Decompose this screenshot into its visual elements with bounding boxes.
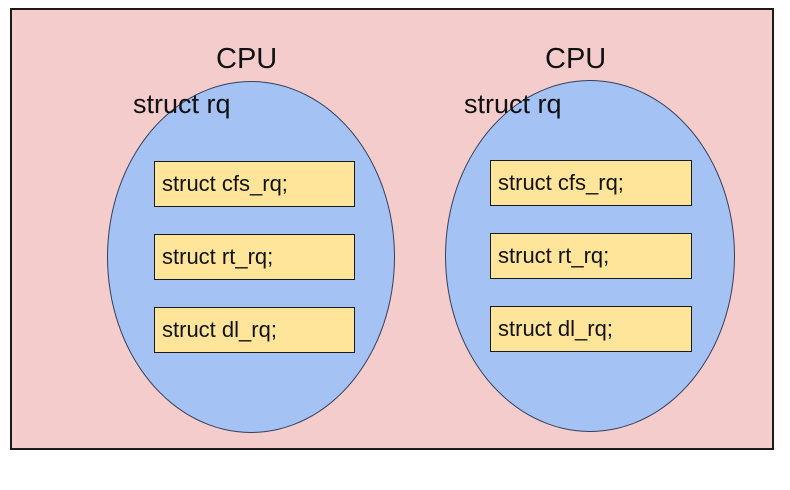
queue-box-cfs: struct cfs_rq; [154,161,355,207]
system-container: CPU struct rq struct cfs_rq; struct rt_r… [10,8,774,450]
struct-rq-label: struct rq [133,89,231,119]
cpu-title: CPU [216,43,278,75]
struct-rq-label: struct rq [464,89,562,119]
queue-box-label: struct rt_rq; [162,244,274,269]
queue-box-label: struct cfs_rq; [162,171,288,196]
queue-box-label: struct dl_rq; [162,317,277,342]
queue-box-rt: struct rt_rq; [490,233,692,279]
queue-box-cfs: struct cfs_rq; [490,160,692,206]
queue-box-dl: struct dl_rq; [154,307,355,353]
queue-box-rt: struct rt_rq; [154,234,355,280]
queue-box-label: struct rt_rq; [498,243,610,268]
queue-box-label: struct dl_rq; [498,316,613,341]
cpu-title: CPU [545,43,607,75]
queue-box-dl: struct dl_rq; [490,306,692,352]
queue-box-label: struct cfs_rq; [498,170,624,195]
